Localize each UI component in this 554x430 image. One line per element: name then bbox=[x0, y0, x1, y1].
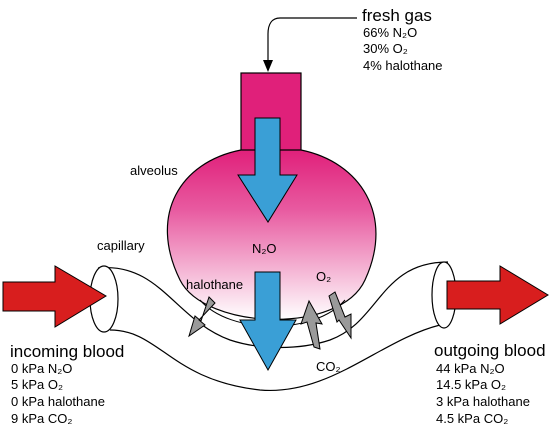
outgoing-blood-arrow bbox=[446, 265, 549, 325]
fresh-gas-line: 4% halothane bbox=[363, 58, 443, 73]
outgoing-blood-line: 3 kPa halothane bbox=[436, 394, 530, 409]
incoming-blood-line: 0 kPa N₂O bbox=[11, 361, 72, 376]
o2-label: O₂ bbox=[316, 269, 331, 284]
outgoing-blood-line: 14.5 kPa O₂ bbox=[436, 377, 506, 392]
alveolus-label: alveolus bbox=[130, 163, 178, 178]
fresh-gas-line: 66% N₂O bbox=[363, 25, 417, 40]
co2-arrow bbox=[300, 299, 323, 350]
incoming-blood-title: incoming blood bbox=[10, 342, 124, 361]
incoming-blood-line: 5 kPa O₂ bbox=[11, 377, 63, 392]
o2-arrow bbox=[328, 291, 352, 340]
co2-label: CO₂ bbox=[316, 359, 341, 374]
incoming-blood-arrow bbox=[2, 265, 107, 328]
halothane-arrow bbox=[188, 296, 216, 338]
fresh-gas-line: 30% O₂ bbox=[363, 41, 408, 56]
blue-arrow-into-alveolus bbox=[237, 117, 298, 223]
outgoing-blood-title: outgoing blood bbox=[434, 341, 546, 360]
capillary-tube bbox=[89, 261, 457, 392]
blue-arrow-n2o-into-blood bbox=[239, 271, 297, 372]
halothane-label: halothane bbox=[186, 277, 243, 292]
fresh-gas-title: fresh gas bbox=[362, 6, 432, 25]
fresh-gas-arrow bbox=[263, 17, 357, 72]
capillary-label: capillary bbox=[97, 238, 145, 253]
capillary-inner-wall bbox=[109, 324, 441, 392]
incoming-blood-line: 0 kPa halothane bbox=[11, 394, 105, 409]
n2o-label: N₂O bbox=[252, 241, 277, 256]
outgoing-blood-line: 44 kPa N₂O bbox=[436, 361, 505, 376]
incoming-blood-line: 9 kPa CO₂ bbox=[11, 411, 72, 426]
outgoing-blood-line: 4.5 kPa CO₂ bbox=[436, 411, 508, 426]
